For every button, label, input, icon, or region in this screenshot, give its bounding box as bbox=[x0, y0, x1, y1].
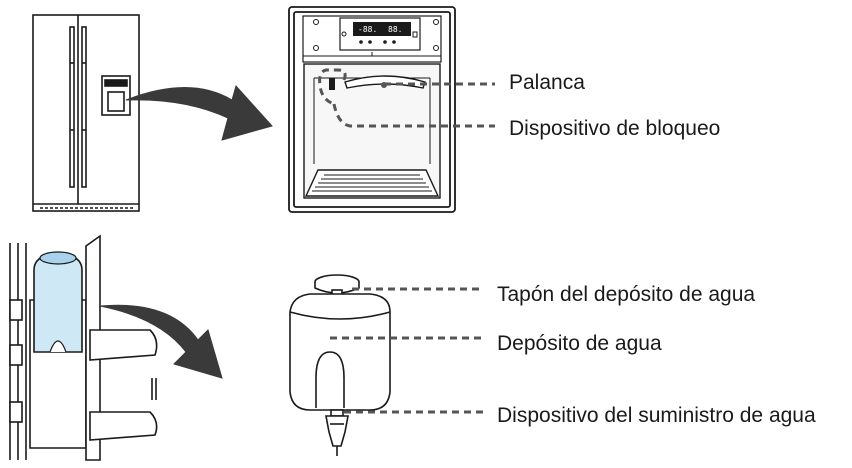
open-door-illustration bbox=[9, 234, 158, 461]
display-left-readout: -88. bbox=[358, 25, 377, 34]
lock-device-callout bbox=[318, 68, 495, 128]
lever-label: Palanca bbox=[509, 71, 585, 94]
lock-device-label: Dispositivo de bloqueo bbox=[509, 117, 721, 140]
water-tank-illustration bbox=[289, 274, 391, 456]
lever-callout-dot bbox=[381, 82, 387, 88]
arrow-to-tank-icon bbox=[99, 304, 223, 379]
tank-cap-label: Tapón del depósito de agua bbox=[497, 283, 756, 306]
water-tank-in-door bbox=[33, 251, 83, 353]
display-right-readout: 88. bbox=[388, 25, 402, 34]
water-tank-label: Depósito de agua bbox=[497, 332, 662, 355]
refrigerator-illustration bbox=[32, 14, 140, 212]
supply-device-label: Dispositivo del suministro de agua bbox=[497, 404, 816, 427]
arrow-to-dispenser-icon bbox=[125, 84, 273, 141]
dispenser-illustration bbox=[288, 6, 456, 213]
